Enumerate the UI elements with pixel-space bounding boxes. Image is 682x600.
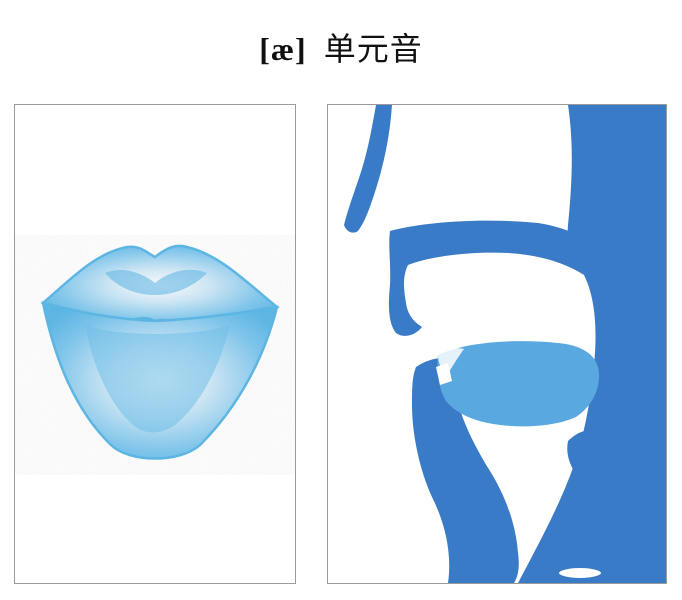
lips-icon [15, 235, 295, 475]
phonetic-symbol: [æ] [259, 31, 307, 67]
lips-panel [14, 104, 296, 584]
vowel-type-label: 单元音 [323, 30, 423, 68]
page-title: [æ] 单元音 [0, 24, 682, 70]
mouth-panel [327, 104, 667, 584]
mouth-cross-section-icon [344, 105, 666, 583]
